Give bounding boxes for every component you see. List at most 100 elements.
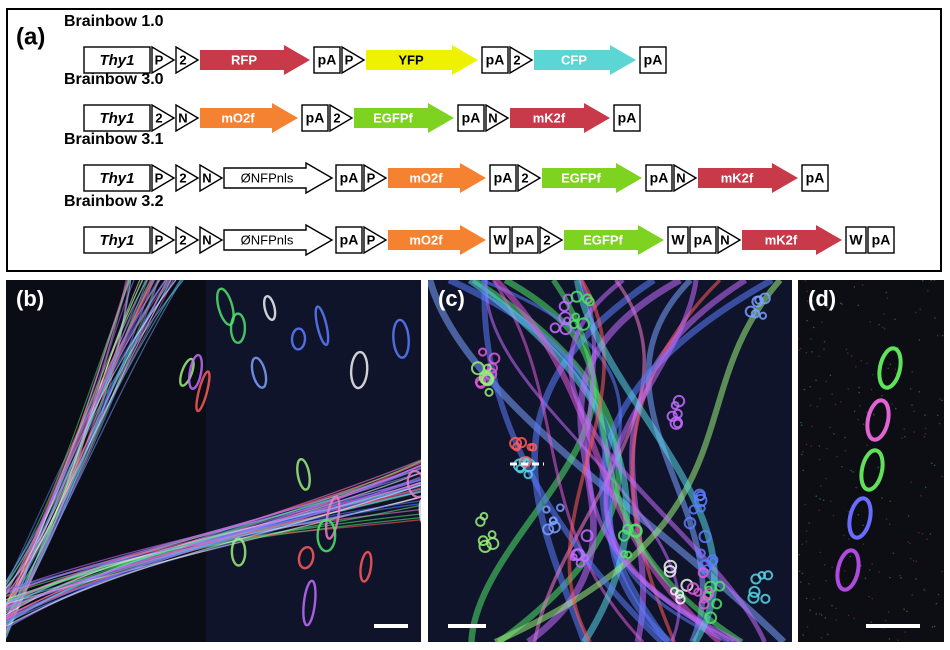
svg-text:EGFPf: EGFPf	[561, 170, 601, 185]
svg-text:2: 2	[179, 52, 186, 67]
recombination-site-triangle: P	[363, 163, 388, 193]
svg-text:pA: pA	[462, 110, 481, 126]
recombination-site-triangle: N	[673, 163, 698, 193]
svg-text:pA: pA	[694, 232, 713, 248]
recombination-site-triangle: P	[363, 225, 388, 255]
svg-text:2: 2	[333, 110, 340, 125]
scale-bar-c	[448, 624, 486, 628]
element-box: pA	[335, 164, 363, 192]
svg-text:pA: pA	[806, 170, 825, 186]
svg-text:N: N	[202, 232, 211, 247]
gene-arrow: mK2f	[698, 163, 798, 193]
recombination-site-triangle: P	[341, 45, 366, 75]
promoter-box: Thy1	[83, 104, 151, 132]
element-box: pA	[613, 104, 641, 132]
svg-text:YFP: YFP	[398, 52, 424, 67]
svg-text:Thy1: Thy1	[99, 110, 134, 127]
recombination-site-triangle: 2	[175, 225, 200, 255]
element-box: W	[489, 226, 511, 254]
gene-arrow: mO2f	[200, 103, 298, 133]
recombination-site-triangle: N	[175, 103, 200, 133]
recombination-site-triangle: N	[199, 225, 224, 255]
element-box: pA	[301, 104, 329, 132]
svg-text:pA: pA	[618, 110, 637, 126]
svg-text:Thy1: Thy1	[99, 52, 134, 69]
microscopy-image-b: (b)	[6, 280, 421, 642]
svg-text:EGFPf: EGFPf	[373, 110, 413, 125]
gene-arrow: mK2f	[742, 225, 842, 255]
svg-text:Thy1: Thy1	[99, 232, 134, 249]
svg-text:ØNFPnls: ØNFPnls	[241, 232, 294, 247]
gene-arrow: ØNFPnls	[223, 223, 334, 257]
element-box: pA	[457, 104, 485, 132]
svg-text:P: P	[155, 52, 164, 67]
svg-text:N: N	[676, 170, 685, 185]
gene-arrow: YFP	[366, 45, 478, 75]
recombination-site-triangle: N	[199, 163, 224, 193]
scale-bar-d	[866, 624, 920, 628]
promoter-box: Thy1	[83, 46, 151, 74]
gene-arrow: EGFPf	[564, 225, 664, 255]
recombination-site-triangle: P	[151, 163, 176, 193]
svg-text:W: W	[849, 232, 863, 248]
svg-text:Thy1: Thy1	[99, 170, 134, 187]
svg-text:W: W	[493, 232, 507, 248]
gene-arrow: mO2f	[388, 163, 486, 193]
microscopy-image-d: (d)	[798, 280, 944, 642]
element-box: pA	[335, 226, 363, 254]
panel-label-a: (a)	[16, 23, 45, 50]
recombination-site-triangle: 2	[509, 45, 534, 75]
recombination-site-triangle: 2	[175, 163, 200, 193]
gene-arrow: EGFPf	[542, 163, 642, 193]
svg-text:ØNFPnls: ØNFPnls	[241, 170, 294, 185]
svg-text:pA: pA	[318, 52, 337, 68]
svg-text:2: 2	[543, 232, 550, 247]
element-box: pA	[867, 226, 895, 254]
svg-text:N: N	[720, 232, 729, 247]
panel-label-c: (c)	[438, 286, 465, 311]
svg-text:mK2f: mK2f	[533, 110, 566, 125]
svg-text:pA: pA	[494, 170, 513, 186]
svg-text:EGFPf: EGFPf	[583, 232, 623, 247]
svg-text:2: 2	[521, 170, 528, 185]
svg-text:pA: pA	[486, 52, 505, 68]
panel-label-b: (b)	[16, 286, 45, 311]
svg-text:mO2f: mO2f	[221, 110, 255, 125]
gene-arrow: mO2f	[388, 225, 486, 255]
svg-text:P: P	[155, 232, 164, 247]
element-box: W	[667, 226, 689, 254]
recombination-site-triangle: 2	[175, 45, 200, 75]
svg-text:P: P	[345, 52, 354, 67]
gene-arrow: mK2f	[510, 103, 610, 133]
svg-text:pA: pA	[872, 232, 891, 248]
svg-text:N: N	[178, 110, 187, 125]
svg-text:P: P	[155, 170, 164, 185]
svg-text:CFP: CFP	[561, 52, 587, 67]
construct-name: Brainbow 1.0	[64, 13, 164, 30]
svg-text:2: 2	[513, 52, 520, 67]
gene-arrow: ØNFPnls	[223, 161, 334, 195]
element-box: W	[845, 226, 867, 254]
svg-text:mO2f: mO2f	[409, 170, 443, 185]
element-box: pA	[689, 226, 717, 254]
svg-text:P: P	[367, 232, 376, 247]
svg-text:W: W	[671, 232, 685, 248]
svg-text:pA: pA	[516, 232, 535, 248]
gene-arrow: CFP	[534, 45, 636, 75]
construct-name: Brainbow 3.0	[64, 71, 164, 88]
svg-text:N: N	[488, 110, 497, 125]
gene-arrow: RFP	[200, 45, 310, 75]
element-box: pA	[489, 164, 517, 192]
svg-text:mK2f: mK2f	[765, 232, 798, 247]
svg-text:2: 2	[179, 170, 186, 185]
recombination-site-triangle: 2	[329, 103, 354, 133]
svg-text:pA: pA	[306, 110, 325, 126]
element-box: pA	[313, 46, 341, 74]
svg-text:mO2f: mO2f	[409, 232, 443, 247]
element-box: pA	[511, 226, 539, 254]
